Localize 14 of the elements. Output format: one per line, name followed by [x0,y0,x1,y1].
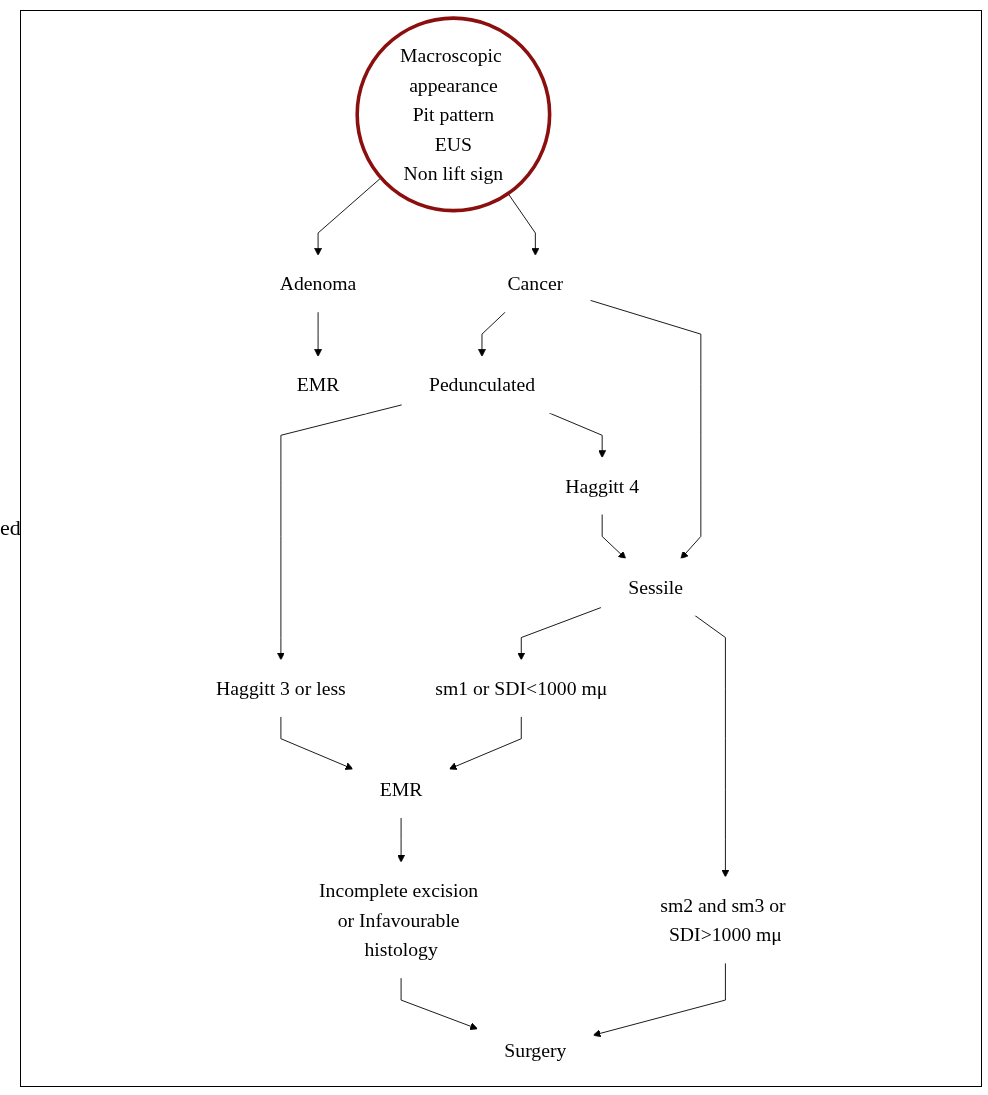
node-text: Haggitt 4 [565,474,640,498]
node-text: EMR [380,778,423,801]
node-text: Sessile [628,575,684,599]
node-circle: Macroscopic appearance Pit pattern EUS Non lift sign [355,16,552,213]
node-text: Incomplete excision or Infavourable histology [319,879,479,961]
node-text: Pedunculated [429,373,536,396]
node-text: Surgery [504,1039,567,1062]
node-text: sm1 or SDI<1000 mμ [435,676,608,700]
node-text: EMR [297,373,340,396]
node-text: Adenoma [280,272,357,295]
note-text: ed [0,515,21,541]
node-text: Cancer [507,272,564,295]
node-text: Haggitt 3 or less [216,676,347,700]
node-text: sm2 and sm3 or SDI>1000 mμ [660,894,787,946]
